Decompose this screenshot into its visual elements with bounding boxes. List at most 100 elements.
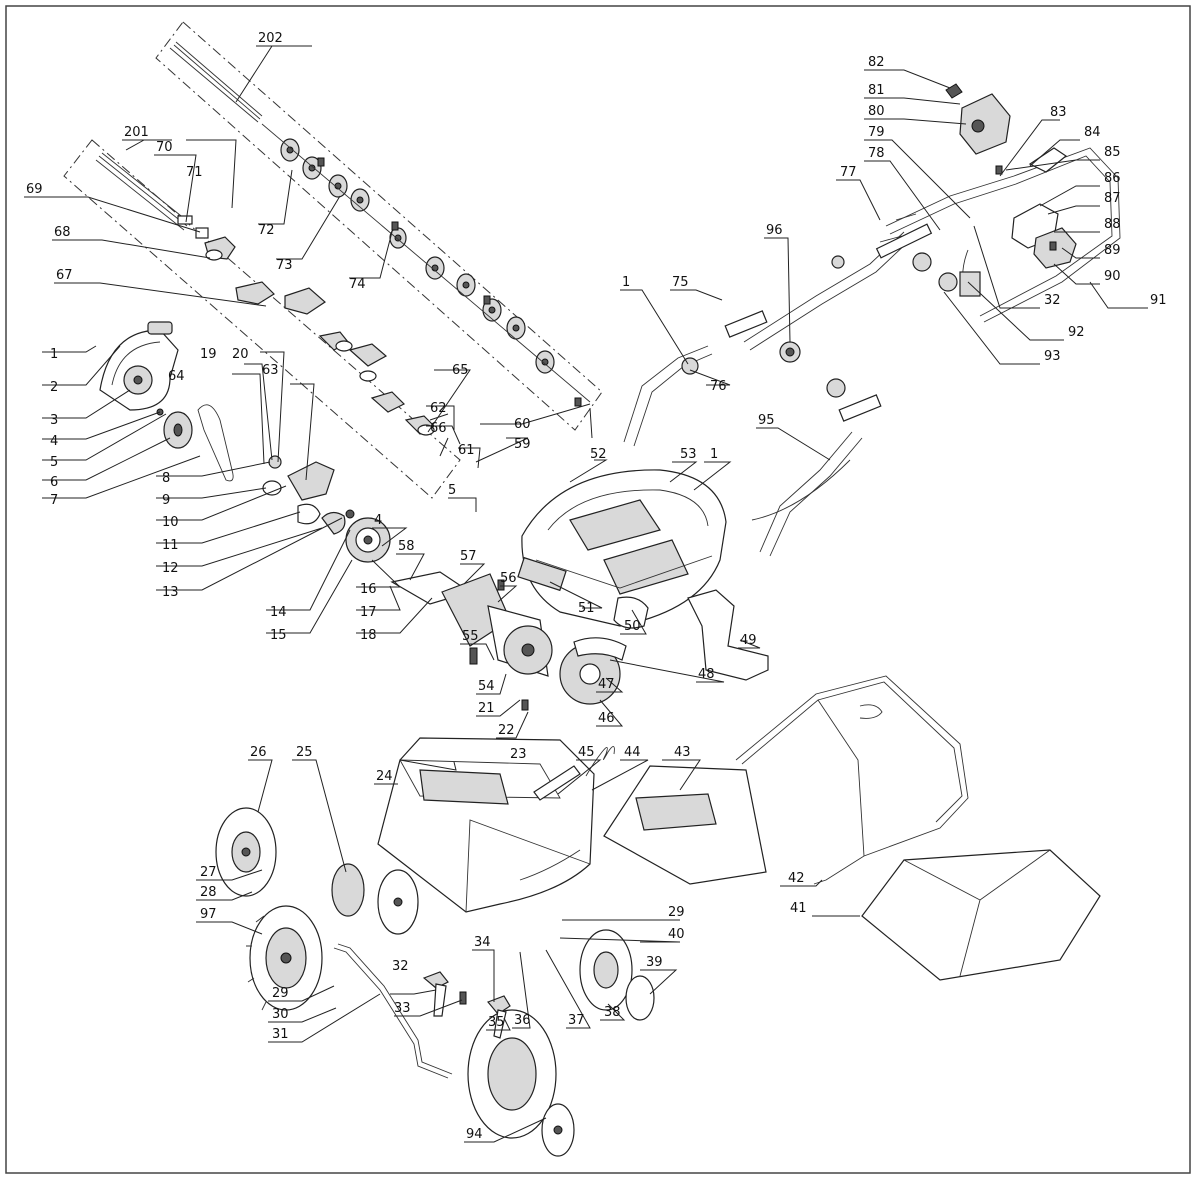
- part-label: 83: [1050, 105, 1067, 120]
- part-label: 74: [349, 277, 366, 292]
- part-label: 29: [668, 905, 685, 920]
- handle-lower-95-96: [623, 310, 882, 557]
- part-label: 202: [258, 31, 283, 46]
- part-label: 30: [272, 1007, 289, 1022]
- part-label: 10: [162, 515, 179, 530]
- part-label: 79: [868, 125, 885, 140]
- leader-lines: [24, 45, 1148, 1143]
- part-label: 11: [162, 538, 179, 553]
- part-label: 62: [430, 401, 447, 416]
- part-label: 92: [1068, 325, 1085, 340]
- part-label: 77: [840, 165, 857, 180]
- part-label: 60: [514, 417, 531, 432]
- part-label: 63: [262, 363, 279, 378]
- part-label: 87: [1104, 191, 1121, 206]
- bracket-51: [687, 589, 769, 681]
- part-label: 5: [448, 483, 456, 498]
- top-cover: [517, 469, 727, 629]
- part-label: 36: [514, 1013, 531, 1028]
- part-label: 15: [270, 628, 287, 643]
- part-label: 47: [598, 677, 615, 692]
- part-label: 65: [452, 363, 469, 378]
- part-label: 58: [398, 539, 415, 554]
- part-label: 95: [758, 413, 775, 428]
- part-label: 81: [868, 83, 885, 98]
- part-labels: 202 201 71 70 69 68 67 72 73 74 1 2 3 4 …: [26, 31, 1167, 1142]
- part-label: 59: [514, 437, 531, 452]
- part-label: 3: [50, 413, 58, 428]
- part-label: 2: [50, 380, 58, 395]
- part-label: 1: [50, 347, 58, 362]
- motor-assembly: [390, 571, 627, 711]
- diagram-frame: [5, 5, 1191, 1174]
- part-label: 57: [460, 549, 477, 564]
- part-label: 25: [296, 745, 313, 760]
- part-label: 41: [790, 901, 807, 916]
- part-label: 27: [200, 865, 217, 880]
- part-label: 97: [200, 907, 217, 922]
- part-label: 28: [200, 885, 217, 900]
- part-label: 26: [250, 745, 267, 760]
- wheel-30: [246, 905, 323, 1011]
- part-label: 86: [1104, 171, 1121, 186]
- part-label: 68: [54, 225, 71, 240]
- part-label: 82: [868, 55, 885, 70]
- handle-upper: [743, 147, 1121, 398]
- part-label: 4: [50, 434, 58, 449]
- part-label: 78: [868, 146, 885, 161]
- part-label: 13: [162, 585, 179, 600]
- grassbox-frame-44: [735, 675, 969, 885]
- part-label: 56: [500, 571, 517, 586]
- part-label: 8: [162, 471, 170, 486]
- part-label: 84: [1084, 125, 1101, 140]
- part-label: 12: [162, 561, 179, 576]
- part-label: 5: [50, 455, 58, 470]
- part-label: 24: [376, 769, 393, 784]
- part-label: 17: [360, 605, 377, 620]
- part-label: 32: [392, 959, 409, 974]
- part-label: 34: [474, 935, 491, 950]
- part-label: 52: [590, 447, 607, 462]
- part-label: 32: [1044, 293, 1061, 308]
- part-label: 6: [50, 475, 58, 490]
- part-label: 55: [462, 629, 479, 644]
- part-label: 18: [360, 628, 377, 643]
- part-label: 23: [510, 747, 527, 762]
- part-label: 80: [868, 104, 885, 119]
- height-adjust-34: [422, 971, 511, 1039]
- part-label: 31: [272, 1027, 289, 1042]
- part-label: 51: [578, 601, 595, 616]
- part-label: 90: [1104, 269, 1121, 284]
- grassbox-bag-43: [861, 849, 1101, 981]
- part-label: 43: [674, 745, 691, 760]
- wheel-28: [215, 807, 277, 897]
- part-label: 19: [200, 347, 217, 362]
- shaft-assembly-201: [63, 139, 461, 499]
- rear-flap-45: [603, 765, 767, 885]
- part-label: 4: [374, 513, 382, 528]
- part-label: 93: [1044, 349, 1061, 364]
- part-label: 70: [156, 140, 173, 155]
- part-label: 91: [1150, 293, 1167, 308]
- wheel-97: [467, 1009, 575, 1157]
- part-label: 64: [168, 369, 185, 384]
- part-label: 40: [668, 927, 685, 942]
- part-label: 42: [788, 871, 805, 886]
- part-label: 53: [680, 447, 697, 462]
- part-label: 96: [766, 223, 783, 238]
- part-label: 16: [360, 582, 377, 597]
- part-label: 9: [162, 493, 170, 508]
- part-label: 94: [466, 1127, 483, 1142]
- part-label: 37: [568, 1013, 585, 1028]
- part-label: 38: [604, 1005, 621, 1020]
- part-label: 20: [232, 347, 249, 362]
- part-label: 49: [740, 633, 757, 648]
- part-label: 54: [478, 679, 495, 694]
- part-label: 73: [276, 258, 293, 273]
- part-label: 33: [394, 1001, 411, 1016]
- part-label: 1: [710, 447, 718, 462]
- part-label: 85: [1104, 145, 1121, 160]
- part-label: 89: [1104, 243, 1121, 258]
- part-label: 71: [186, 165, 203, 180]
